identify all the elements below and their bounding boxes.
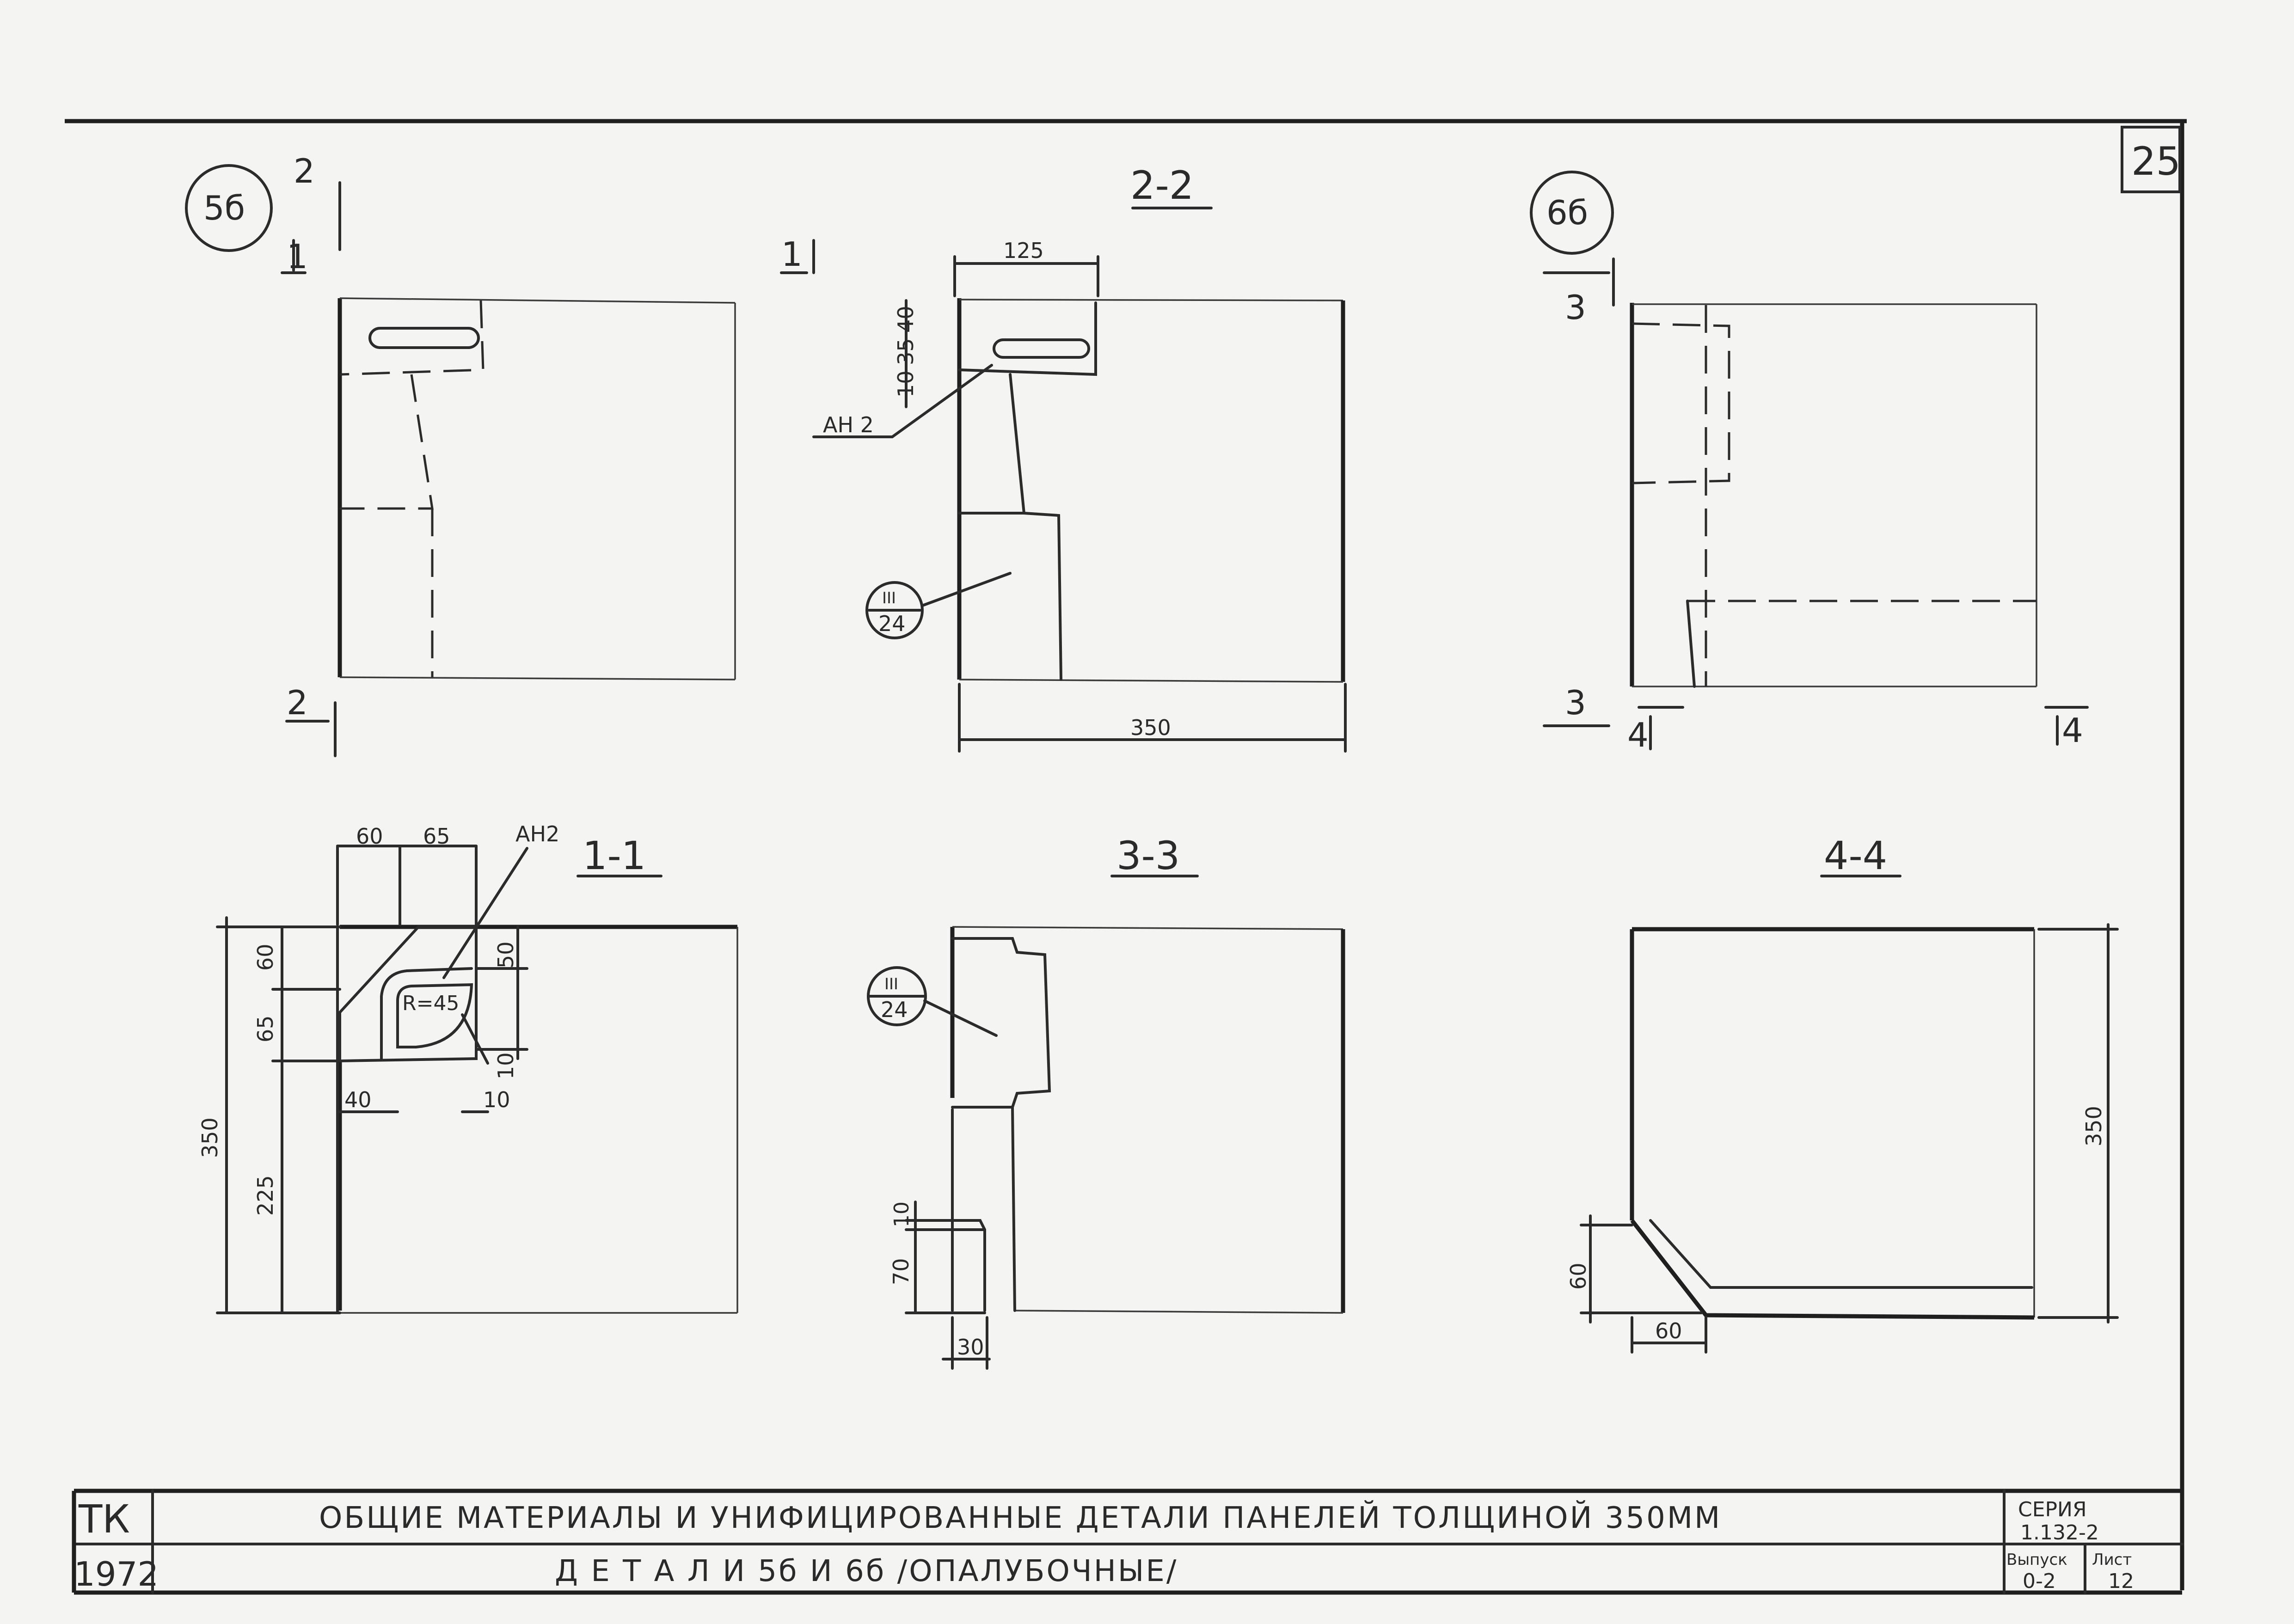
dim-65-left: 65 xyxy=(253,1015,278,1042)
node-ref-bottom: 24 xyxy=(878,611,906,636)
dim-225: 225 xyxy=(253,1175,278,1216)
cut-mark-3-bottom: 3 xyxy=(1565,683,1586,722)
cut-mark-2-top: 2 xyxy=(294,152,315,190)
section-1-1 xyxy=(216,845,738,1314)
dim-50: 50 xyxy=(493,941,518,968)
rebar-label-an2-b: АН2 xyxy=(515,821,559,846)
title-block xyxy=(72,1489,2184,1595)
section-title-1-1: 1-1 xyxy=(583,833,646,878)
title-block-series-value: 1.132-2 xyxy=(2020,1521,2099,1544)
dim-10-right: 10 xyxy=(493,1052,518,1079)
section-title-2-2: 2-2 xyxy=(1130,163,1194,208)
sheet-number: 25 xyxy=(2131,139,2181,184)
title-block-series-label: СЕРИЯ xyxy=(2018,1498,2087,1521)
detail-5b-elevation xyxy=(185,164,736,757)
dim-60-left: 60 xyxy=(253,944,278,971)
callout-circle-6b xyxy=(1530,171,1614,255)
dim-40: 40 xyxy=(893,306,918,333)
section-4-4 xyxy=(1580,875,2119,1354)
section-title-4-4: 4-4 xyxy=(1824,833,1887,878)
section-2-2 xyxy=(780,207,1347,753)
dim-60-top: 60 xyxy=(356,824,383,849)
callout-label-6b: 6б xyxy=(1546,193,1588,232)
node-ref-circle xyxy=(865,581,924,639)
dim-65-top: 65 xyxy=(423,824,450,849)
section-title-3-3: 3-3 xyxy=(1116,833,1180,878)
cut-mark-4-left: 4 xyxy=(1627,716,1649,754)
callout-circle-5b xyxy=(185,164,273,252)
title-block-year: 1972 xyxy=(74,1555,159,1593)
rebar-label-an2: АН 2 xyxy=(823,412,874,437)
dim-30: 30 xyxy=(957,1335,984,1360)
title-block-sheet-label: Лист xyxy=(2092,1550,2132,1569)
detail-6b-elevation xyxy=(1530,171,2089,750)
dim-125: 125 xyxy=(1003,238,1044,263)
dim-10: 10 xyxy=(893,370,918,398)
cut-mark-1-left: 1 xyxy=(287,237,308,276)
cut-mark-1-mid: 1 xyxy=(781,235,803,274)
dim-350-4-4: 350 xyxy=(2081,1106,2106,1146)
title-block-title: ОБЩИЕ МАТЕРИАЛЫ И УНИФИЦИРОВАННЫЕ ДЕТАЛИ… xyxy=(319,1500,1722,1535)
dim-40-bottom: 40 xyxy=(344,1087,372,1112)
title-block-sheet-value: 12 xyxy=(2108,1569,2134,1593)
node-ref-top-3-3: III xyxy=(884,975,898,993)
cut-mark-2-bottom: 2 xyxy=(287,683,308,722)
node-ref-top: III xyxy=(882,589,896,607)
cut-mark-3-top: 3 xyxy=(1565,288,1586,327)
dim-350-2-2: 350 xyxy=(1130,715,1171,740)
dim-60-4-4-vertical: 60 xyxy=(1566,1262,1591,1290)
dim-350-left: 350 xyxy=(197,1117,222,1158)
node-ref-bottom-3-3: 24 xyxy=(881,997,908,1022)
callout-label-5b: 5б xyxy=(203,189,245,227)
dim-10-bottom: 10 xyxy=(483,1087,510,1112)
sheet-frame xyxy=(65,119,2187,1590)
dim-35: 35 xyxy=(893,338,918,365)
radius-label: R=45 xyxy=(402,992,459,1015)
section-3-3 xyxy=(867,875,1345,1370)
cut-mark-4-right: 4 xyxy=(2062,711,2083,750)
title-block-subtitle: Д Е Т А Л И 5б И 6б /ОПАЛУБОЧНЫЕ/ xyxy=(555,1554,1178,1588)
title-block-issue-value: 0-2 xyxy=(2023,1569,2056,1593)
title-block-org: ТК xyxy=(78,1496,130,1542)
dim-70: 70 xyxy=(889,1258,914,1285)
dim-60-4-4-horizontal: 60 xyxy=(1655,1318,1682,1343)
dim-10-3-3: 10 xyxy=(890,1201,914,1227)
title-block-issue-label: Выпуск xyxy=(2006,1550,2067,1569)
